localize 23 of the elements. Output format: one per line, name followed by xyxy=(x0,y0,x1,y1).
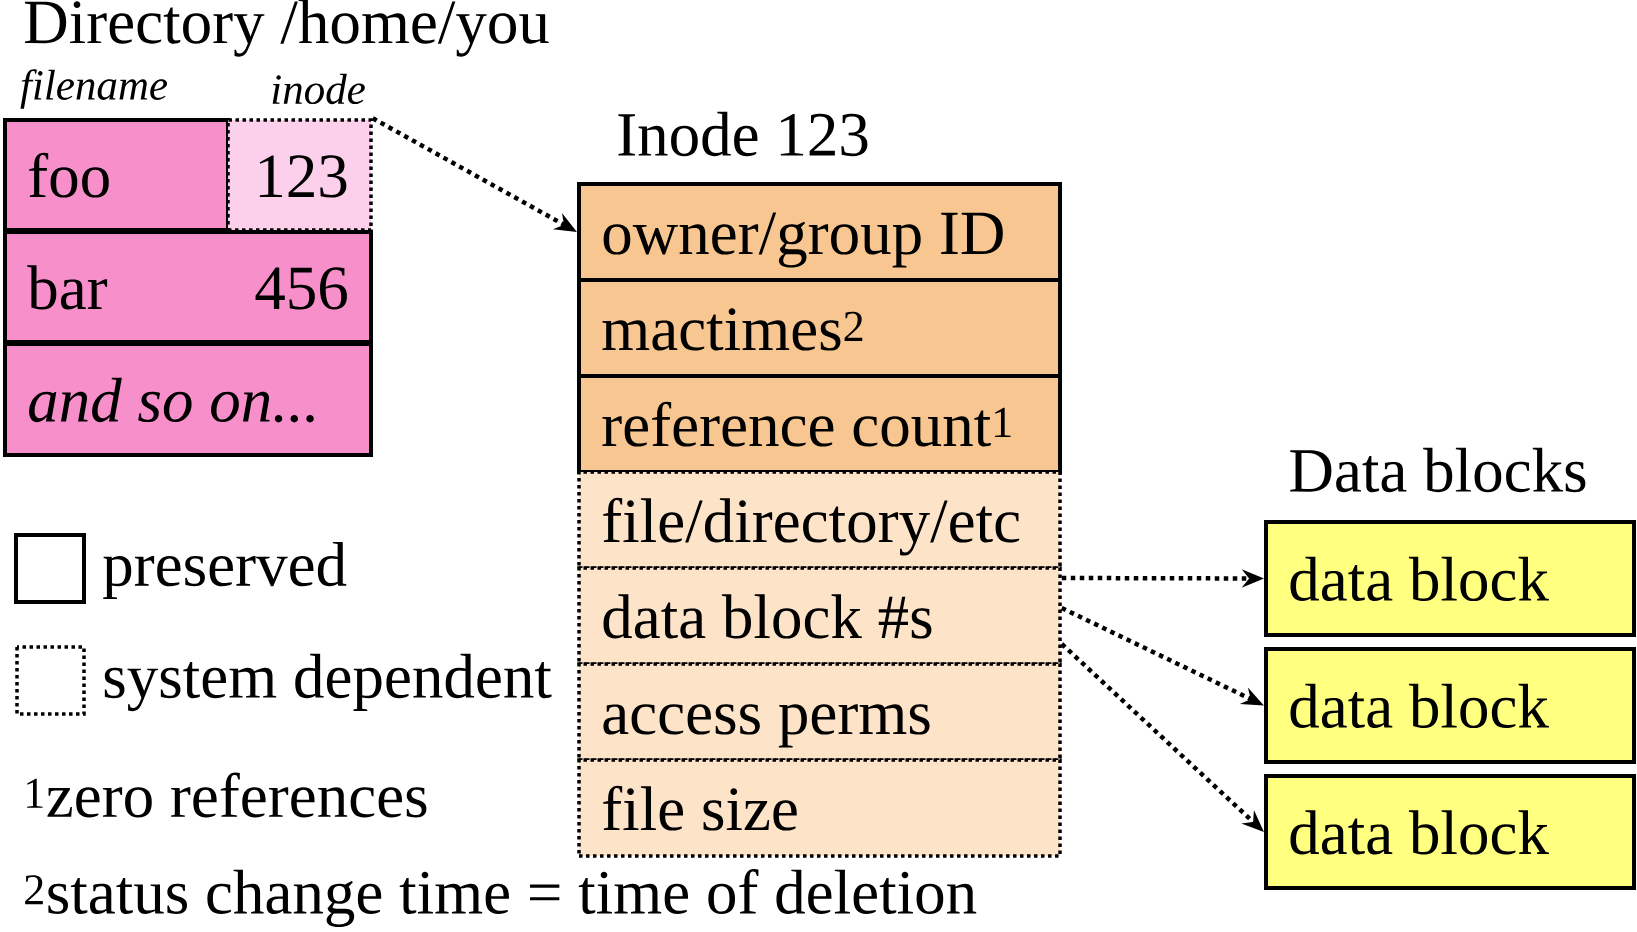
legend-label: system dependent xyxy=(104,653,552,712)
section-heading: Data blocks xyxy=(1290,447,1586,493)
data-block-box: data block xyxy=(1264,647,1636,764)
field-row: access perms xyxy=(577,662,1062,762)
table-cell: 123 xyxy=(226,118,373,232)
table-heading: Inode 123 xyxy=(618,111,868,157)
data-block-box: data block xyxy=(1264,520,1636,637)
footnote: $^{2}$status change time = time of deletion xyxy=(25,869,977,927)
field-row: file/directory/etc xyxy=(577,470,1062,570)
legend-label: preserved xyxy=(103,541,347,600)
table-cell: foo xyxy=(3,118,230,232)
table-row: bar 456 xyxy=(3,230,373,344)
field-row: file size xyxy=(577,758,1062,858)
data-block-box: data block xyxy=(1264,774,1636,890)
column-header: filename xyxy=(20,69,168,109)
field-row: data block #s xyxy=(577,566,1062,666)
column-header: inode xyxy=(272,73,365,105)
table-row: and so on... xyxy=(3,342,373,457)
title: Directory /home/you xyxy=(25,0,549,57)
field-row: reference count$^{1}$ xyxy=(577,374,1062,474)
field-row: mactimes$^{2}$ xyxy=(577,278,1062,378)
footnote: $^{1}$zero references xyxy=(27,772,427,818)
field-row: owner/group ID xyxy=(577,182,1062,282)
